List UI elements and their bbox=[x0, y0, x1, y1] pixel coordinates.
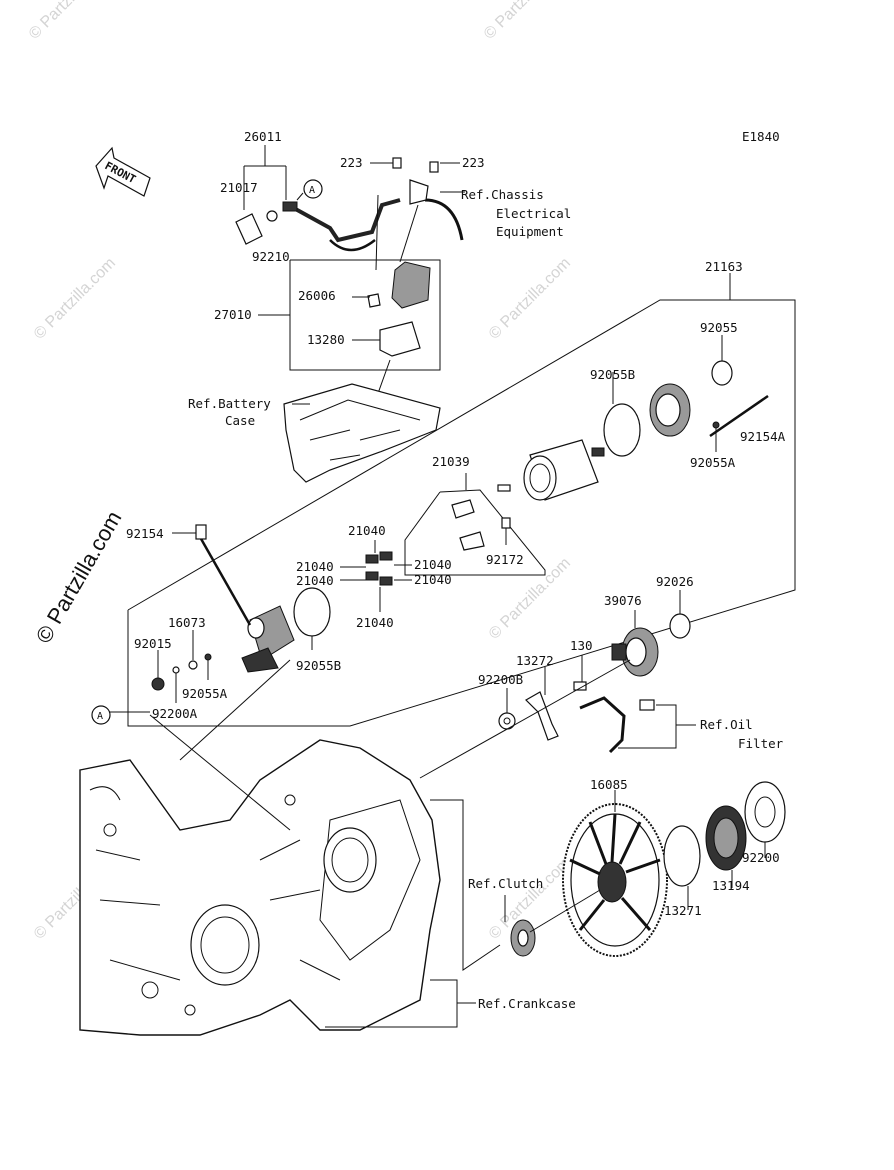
part-label: 26011 bbox=[244, 129, 282, 144]
part-label: 92210 bbox=[252, 249, 290, 264]
part-label: 21040 bbox=[296, 573, 334, 588]
part-label: 92055A bbox=[690, 455, 736, 470]
ref-crankcase: Ref.Crankcase bbox=[478, 996, 576, 1011]
ref-chassis-line2: Electrical bbox=[496, 206, 571, 221]
ref-battery-line2: Case bbox=[225, 413, 255, 428]
bolt-130 bbox=[573, 681, 587, 691]
part-label: 223 bbox=[462, 155, 485, 170]
part-label: 16073 bbox=[168, 615, 206, 630]
watermark: © Partzilla.com bbox=[31, 255, 119, 343]
part-label: 92026 bbox=[656, 574, 694, 589]
watermark: © Partzilla.com bbox=[486, 255, 574, 343]
o-ring-92055A bbox=[712, 421, 720, 429]
part-label: 13194 bbox=[712, 878, 750, 893]
washer-13271 bbox=[663, 825, 701, 887]
part-label: 92200A bbox=[152, 706, 198, 721]
part-label: 21040 bbox=[348, 523, 386, 538]
part-label: 39076 bbox=[604, 593, 642, 608]
terminal-cover-21017 bbox=[235, 213, 263, 245]
o-ring-92055A-left bbox=[204, 653, 212, 661]
part-label: 13280 bbox=[307, 332, 345, 347]
ref-clutch: Ref.Clutch bbox=[468, 876, 543, 891]
part-label: 92015 bbox=[134, 636, 172, 651]
part-label: 92154 bbox=[126, 526, 164, 541]
part-label: 13272 bbox=[516, 653, 554, 668]
part-label: 21040 bbox=[414, 557, 452, 572]
part-label: 21040 bbox=[414, 572, 452, 587]
callout-a-letter: A bbox=[97, 711, 103, 722]
reference-labels: Ref.Chassis Electrical Equipment Ref.Bat… bbox=[188, 187, 784, 1011]
watermark: © Partzilla.com bbox=[26, 0, 114, 43]
part-label: 223 bbox=[340, 155, 363, 170]
crankcase-body bbox=[79, 659, 501, 1036]
part-label: 16085 bbox=[590, 777, 628, 792]
ref-chassis-line3: Equipment bbox=[496, 224, 564, 239]
watermark-vertical: © Partzilla.com bbox=[31, 507, 127, 648]
ref-oil-line2: Filter bbox=[738, 736, 784, 751]
starter-clutch-assembly bbox=[504, 781, 786, 957]
part-label: 21039 bbox=[432, 454, 470, 469]
ref-oil-line1: Ref.Oil bbox=[700, 717, 753, 732]
nut-92015 bbox=[151, 677, 165, 691]
battery-case bbox=[283, 383, 441, 483]
relay-cover-13280 bbox=[379, 321, 421, 357]
nut-92210 bbox=[266, 210, 278, 222]
front-arrow-icon: FRONT bbox=[95, 146, 151, 197]
starter-relay bbox=[391, 261, 431, 309]
callout-a-circle-left bbox=[91, 705, 111, 725]
watermark: © Partzilla.com bbox=[486, 555, 574, 643]
part-label: 92154A bbox=[740, 429, 786, 444]
o-ring-92055 bbox=[711, 360, 733, 386]
part-label: 92055B bbox=[590, 367, 635, 382]
callout-a-circle-top bbox=[303, 179, 323, 199]
starter-idler-gear bbox=[419, 590, 696, 779]
part-label: 92172 bbox=[486, 552, 524, 567]
part-label: 21040 bbox=[356, 615, 394, 630]
part-label: 27010 bbox=[214, 307, 252, 322]
plate-92200 bbox=[744, 781, 786, 843]
callout-a-letter: A bbox=[309, 185, 315, 196]
part-label: 92055A bbox=[182, 686, 228, 701]
part-label: 92200 bbox=[742, 850, 780, 865]
part-label: 130 bbox=[570, 638, 593, 653]
washer-92200B bbox=[498, 712, 516, 730]
o-ring-92055B-bottom bbox=[293, 587, 331, 637]
part-label: 26006 bbox=[298, 288, 336, 303]
diagram-code: E1840 bbox=[742, 129, 780, 144]
starter-motor-boundary: A bbox=[91, 273, 796, 727]
part-label: 21163 bbox=[705, 259, 743, 274]
ref-chassis-line1: Ref.Chassis bbox=[461, 187, 544, 202]
part-label: 92055B bbox=[296, 658, 341, 673]
part-label: 21040 bbox=[296, 559, 334, 574]
part-label: 13271 bbox=[664, 903, 702, 918]
part-label: 92055 bbox=[700, 320, 738, 335]
o-ring-92055B-top bbox=[603, 403, 641, 457]
starter-cable-assembly: A bbox=[235, 145, 465, 411]
part-labels: 26011 223 223 21017 92210 27010 26006 13… bbox=[126, 129, 786, 918]
watermark: © Partzilla.com bbox=[481, 0, 569, 43]
bearing-92026 bbox=[669, 613, 691, 639]
ref-battery-line1: Ref.Battery bbox=[188, 396, 271, 411]
fuse-26006 bbox=[367, 293, 381, 308]
part-label: 21017 bbox=[220, 180, 258, 195]
starter-motor-parts bbox=[151, 335, 769, 703]
part-label: 92200B bbox=[478, 672, 523, 687]
